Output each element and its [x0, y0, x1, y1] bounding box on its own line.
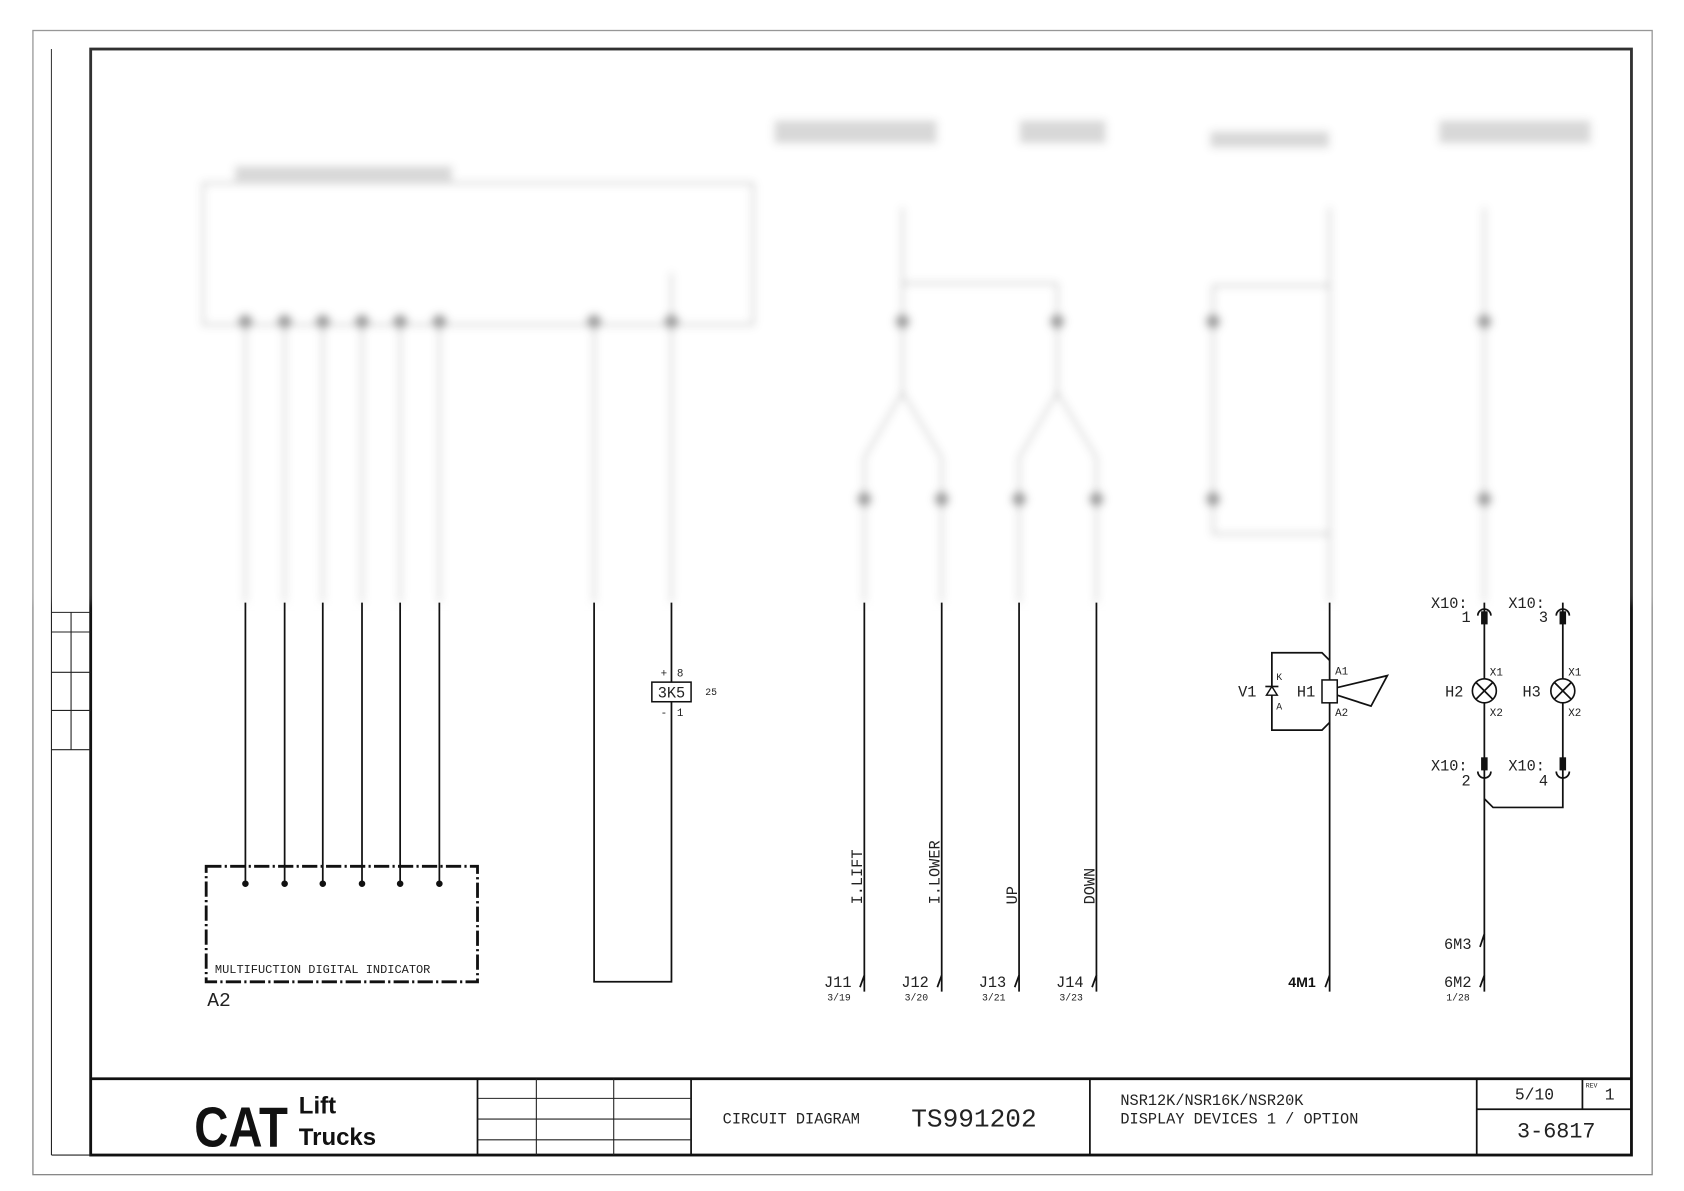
svg-text:Lift: Lift: [299, 1093, 336, 1120]
svg-text:K: K: [1276, 672, 1282, 683]
svg-text:1/28: 1/28: [1446, 992, 1470, 1003]
doc-type: CIRCUIT DIAGRAM: [723, 1110, 860, 1128]
indicator-a2: MULTIFUCTION DIGITAL INDICATOR A2: [204, 602, 479, 1012]
svg-text:H3: H3: [1522, 683, 1540, 701]
doc-number: TS991202: [911, 1105, 1037, 1135]
svg-text:3K5: 3K5: [658, 684, 685, 702]
relay-3k5: 3K5 + 8 - 1 25: [593, 602, 717, 983]
svg-text:X2: X2: [1490, 708, 1503, 720]
lamp-h3: H3 X1 X2 X10: 3 X10: 4: [1508, 595, 1581, 791]
svg-text:6M2: 6M2: [1444, 974, 1471, 992]
svg-text:4M1: 4M1: [1288, 975, 1316, 991]
lamps: H2 X1 X2 X10: 1 X10: 2 H3 X1 X2 X10: 3 X…: [1431, 595, 1581, 1003]
svg-text:J12: J12: [901, 974, 928, 992]
lamp-icon: [1553, 681, 1573, 701]
svg-text:X10:: X10:: [1431, 595, 1468, 613]
svg-text:J11: J11: [824, 974, 851, 992]
svg-text:1: 1: [1461, 609, 1470, 627]
svg-text:-: -: [661, 708, 668, 720]
blurred-upper-region: [22, 21, 1662, 603]
svg-text:REV: REV: [1586, 1082, 1598, 1089]
svg-text:A2: A2: [1335, 708, 1348, 720]
svg-text:X10:: X10:: [1508, 757, 1545, 775]
indicator-caption: MULTIFUCTION DIGITAL INDICATOR: [215, 963, 430, 977]
title-block: CAT Lift Trucks CIRCUIT DIAGRAM TS991202…: [90, 1077, 1632, 1160]
svg-text:3: 3: [1539, 609, 1548, 627]
lamp-h2: H2 X1 X2 X10: 1 X10: 2: [1431, 595, 1503, 791]
svg-text:25: 25: [705, 687, 717, 698]
revision: 1: [1605, 1085, 1615, 1104]
signal-j14: DOWN J14 3/23: [1056, 602, 1099, 1003]
svg-text:3/20: 3/20: [905, 992, 929, 1003]
svg-text:I.LIFT: I.LIFT: [849, 849, 867, 904]
svg-text:+: +: [661, 669, 668, 681]
models: NSR12K/NSR16K/NSR20K: [1120, 1092, 1304, 1110]
svg-text:J13: J13: [979, 974, 1006, 992]
svg-text:X10:: X10:: [1431, 757, 1468, 775]
svg-text:DOWN: DOWN: [1081, 868, 1099, 905]
svg-text:I.LOWER: I.LOWER: [927, 840, 945, 904]
signal-j13: UP J13 3/21: [979, 602, 1022, 1003]
svg-text:4: 4: [1539, 773, 1548, 791]
svg-text:3/19: 3/19: [827, 992, 851, 1003]
drawing-number: 3-6817: [1517, 1120, 1595, 1145]
svg-text:A: A: [1276, 701, 1282, 712]
svg-text:8: 8: [677, 669, 684, 681]
svg-text:6M3: 6M3: [1444, 936, 1471, 954]
indicator-ref: A2: [207, 990, 231, 1012]
svg-text:H2: H2: [1445, 683, 1463, 701]
svg-text:X2: X2: [1568, 708, 1581, 720]
signal-j12: I.LOWER J12 3/20: [901, 602, 945, 1003]
svg-text:2: 2: [1461, 773, 1470, 791]
signal-lines: I.LIFT J11 3/19 I.LOWER J12 3/20 UP J13 …: [824, 602, 1099, 1003]
svg-text:Trucks: Trucks: [299, 1124, 376, 1151]
svg-text:A1: A1: [1335, 667, 1348, 679]
svg-text:J14: J14: [1056, 974, 1083, 992]
svg-text:X10:: X10:: [1508, 595, 1545, 613]
cat-lift-trucks-logo: CAT Lift Trucks: [194, 1093, 376, 1160]
svg-text:X1: X1: [1490, 668, 1503, 680]
sheet-number: 5/10: [1515, 1085, 1554, 1104]
horn-icon: [1336, 674, 1390, 708]
svg-text:H1: H1: [1297, 683, 1315, 701]
diode-icon: [1265, 685, 1279, 696]
svg-text:V1: V1: [1238, 683, 1256, 701]
svg-text:UP: UP: [1004, 886, 1022, 904]
lamp-icon: [1475, 681, 1494, 701]
description: DISPLAY DEVICES 1 / OPTION: [1120, 1110, 1358, 1128]
horn-h1: K A V1 H1 A1 A2 4M1: [1238, 602, 1390, 992]
svg-text:1: 1: [677, 708, 684, 720]
svg-text:X1: X1: [1568, 668, 1581, 680]
signal-j11: I.LIFT J11 3/19: [824, 602, 867, 1003]
svg-text:3/21: 3/21: [982, 992, 1006, 1003]
svg-text:CAT: CAT: [194, 1096, 288, 1159]
svg-text:3/23: 3/23: [1059, 992, 1083, 1003]
